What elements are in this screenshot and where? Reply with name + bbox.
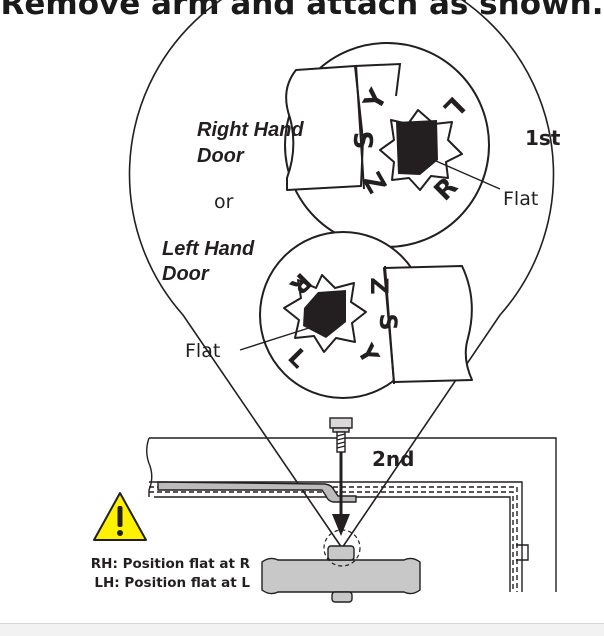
bolt-icon	[329, 417, 353, 453]
step-1st-label: 1st	[525, 126, 561, 150]
right-arm-panel	[285, 65, 364, 191]
right-hand-door-detail: Y S Z L R	[284, 42, 501, 248]
bottom-divider	[0, 623, 604, 636]
warning-line-rh: RH: Position flat at R	[90, 556, 250, 572]
svg-text:S: S	[350, 131, 380, 150]
door-arm-bar	[157, 481, 357, 503]
left-hand-door-line2: Door	[162, 263, 209, 285]
or-label: or	[214, 191, 234, 213]
right-hand-door-line2: Door	[197, 145, 244, 167]
warning-triangle-icon	[93, 492, 147, 541]
instruction-heading: Remove arm and attach as shown.	[0, 0, 604, 22]
right-hand-door-line1: Right Hand	[197, 119, 304, 141]
left-hand-door-detail: R Z S Y L	[239, 231, 473, 399]
right-shaft	[396, 120, 438, 175]
magnifier-callout	[128, 0, 555, 550]
flat-label-left: Flat	[185, 340, 221, 362]
step-2nd-label: 2nd	[372, 447, 415, 471]
warning-line-lh: LH: Position flat at L	[94, 575, 250, 591]
arrow-down-icon	[332, 452, 350, 536]
flat-label-right: Flat	[503, 188, 539, 210]
left-shaft	[303, 290, 346, 338]
left-arm-panel	[383, 265, 473, 383]
svg-text:Z: Z	[365, 277, 393, 294]
svg-text:S: S	[374, 313, 402, 330]
left-hand-door-line1: Left Hand	[162, 238, 255, 260]
closer-body	[261, 529, 421, 603]
